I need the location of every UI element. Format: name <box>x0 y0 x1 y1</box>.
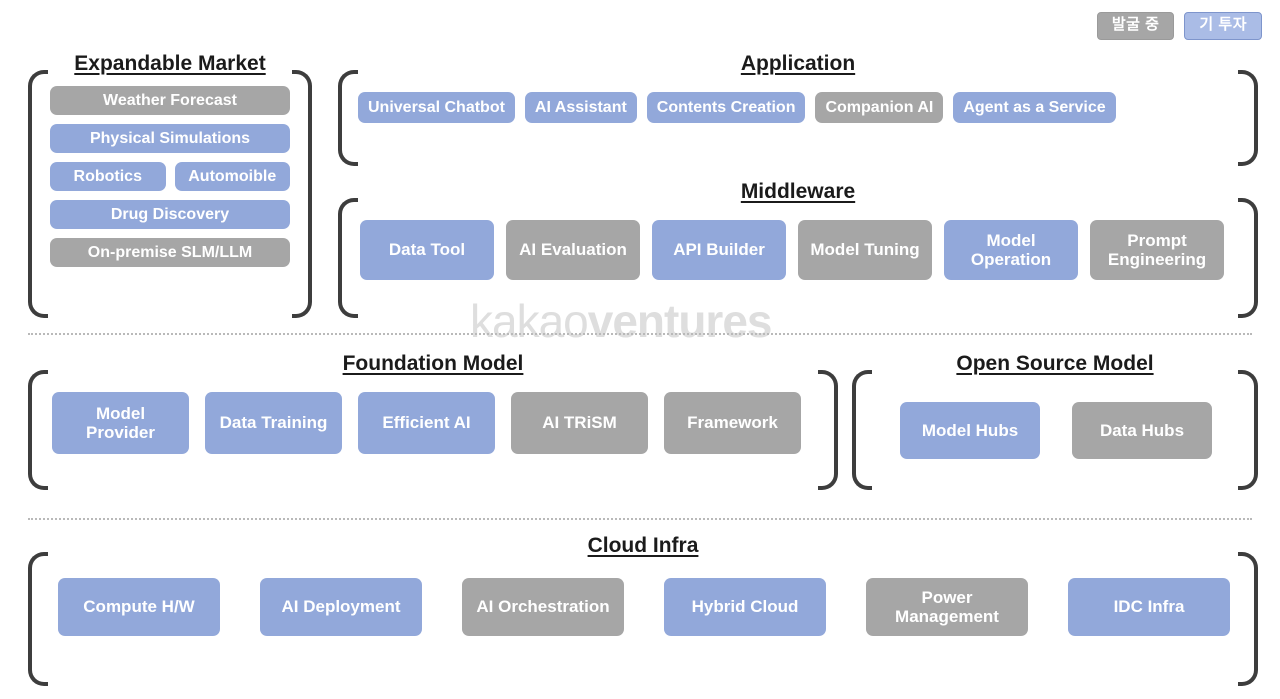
bracket-right-icon <box>1232 70 1258 166</box>
pill-model-tuning[interactable]: Model Tuning <box>798 220 932 280</box>
section-title-foundation-model: Foundation Model <box>342 352 524 375</box>
pill-robotics[interactable]: Robotics <box>50 162 166 191</box>
pill-ai-deployment[interactable]: AI Deployment <box>260 578 422 636</box>
section-application: Application Universal Chatbot AI Assista… <box>338 52 1258 166</box>
pill-ai-orchestration[interactable]: AI Orchestration <box>462 578 624 636</box>
bracket-right-icon <box>812 370 838 490</box>
pill-efficient-ai[interactable]: Efficient AI <box>358 392 495 454</box>
pill-model-operation[interactable]: Model Operation <box>944 220 1078 280</box>
pill-contents-creation[interactable]: Contents Creation <box>646 92 806 123</box>
pill-data-hubs[interactable]: Data Hubs <box>1072 402 1212 459</box>
section-cloud-infra: Cloud Infra Compute H/W AI Deployment AI… <box>28 534 1258 686</box>
legend-badge-invested: 기 투자 <box>1184 12 1262 40</box>
section-title-middleware: Middleware <box>740 180 856 203</box>
bracket-left-icon <box>28 552 54 686</box>
pill-weather-forecast[interactable]: Weather Forecast <box>50 86 290 115</box>
pill-companion-ai[interactable]: Companion AI <box>815 92 944 123</box>
pill-prompt-engineering[interactable]: Prompt Engineering <box>1090 220 1224 280</box>
bracket-left-icon <box>338 198 364 318</box>
pill-power-management[interactable]: Power Management <box>866 578 1028 636</box>
section-middleware: Middleware Data Tool AI Evaluation API B… <box>338 180 1258 318</box>
pill-framework[interactable]: Framework <box>664 392 801 454</box>
cloud-infra-pill-row: Compute H/W AI Deployment AI Orchestrati… <box>58 578 1230 636</box>
bracket-right-icon <box>1232 552 1258 686</box>
section-divider-bottom <box>28 518 1252 520</box>
pill-idc-infra[interactable]: IDC Infra <box>1068 578 1230 636</box>
foundation-model-pill-row: Model Provider Data Training Efficient A… <box>52 392 801 454</box>
kakaoventures-watermark: kakaoventures <box>470 294 772 348</box>
pill-data-training[interactable]: Data Training <box>205 392 342 454</box>
bracket-left-icon <box>852 370 878 490</box>
expandable-market-row-robotics: Robotics Automoible <box>50 162 290 191</box>
section-title-cloud-infra: Cloud Infra <box>587 534 699 557</box>
pill-universal-chatbot[interactable]: Universal Chatbot <box>358 92 515 123</box>
section-title-application: Application <box>740 52 856 75</box>
section-title-open-source-model: Open Source Model <box>956 352 1154 375</box>
pill-ai-assistant[interactable]: AI Assistant <box>524 92 637 123</box>
section-divider-top <box>28 333 1252 335</box>
bracket-left-icon <box>28 70 54 318</box>
bracket-left-icon <box>28 370 54 490</box>
watermark-text-ventures: ventures <box>587 295 773 347</box>
pill-model-hubs[interactable]: Model Hubs <box>900 402 1040 459</box>
pill-physical-simulations[interactable]: Physical Simulations <box>50 124 290 153</box>
section-foundation-model: Foundation Model Model Provider Data Tra… <box>28 352 838 490</box>
bracket-right-icon <box>1232 370 1258 490</box>
bracket-right-icon <box>1232 198 1258 318</box>
pill-hybrid-cloud[interactable]: Hybrid Cloud <box>664 578 826 636</box>
application-pill-row: Universal Chatbot AI Assistant Contents … <box>358 90 1116 125</box>
pill-api-builder[interactable]: API Builder <box>652 220 786 280</box>
open-source-model-pill-row: Model Hubs Data Hubs <box>900 402 1212 459</box>
expandable-market-pill-stack: Weather Forecast Physical Simulations Ro… <box>50 86 290 267</box>
pill-ai-trism[interactable]: AI TRiSM <box>511 392 648 454</box>
middleware-pill-row: Data Tool AI Evaluation API Builder Mode… <box>360 220 1224 280</box>
pill-ai-evaluation[interactable]: AI Evaluation <box>506 220 640 280</box>
section-title-expandable-market: Expandable Market <box>74 52 266 75</box>
pill-compute-hw[interactable]: Compute H/W <box>58 578 220 636</box>
bracket-right-icon <box>286 70 312 318</box>
watermark-text-kakao: kakao <box>470 295 589 347</box>
pill-on-premise-slm-llm[interactable]: On-premise SLM/LLM <box>50 238 290 267</box>
pill-data-tool[interactable]: Data Tool <box>360 220 494 280</box>
pill-drug-discovery[interactable]: Drug Discovery <box>50 200 290 229</box>
bracket-left-icon <box>338 70 364 166</box>
pill-model-provider[interactable]: Model Provider <box>52 392 189 454</box>
pill-agent-as-a-service[interactable]: Agent as a Service <box>953 92 1116 123</box>
legend: 발굴 중 기 투자 <box>1096 12 1262 40</box>
section-open-source-model: Open Source Model Model Hubs Data Hubs <box>852 352 1258 490</box>
pill-automoible[interactable]: Automoible <box>174 162 290 191</box>
legend-badge-prospect: 발굴 중 <box>1096 12 1175 40</box>
section-expandable-market: Expandable Market Weather Forecast Physi… <box>28 52 312 318</box>
